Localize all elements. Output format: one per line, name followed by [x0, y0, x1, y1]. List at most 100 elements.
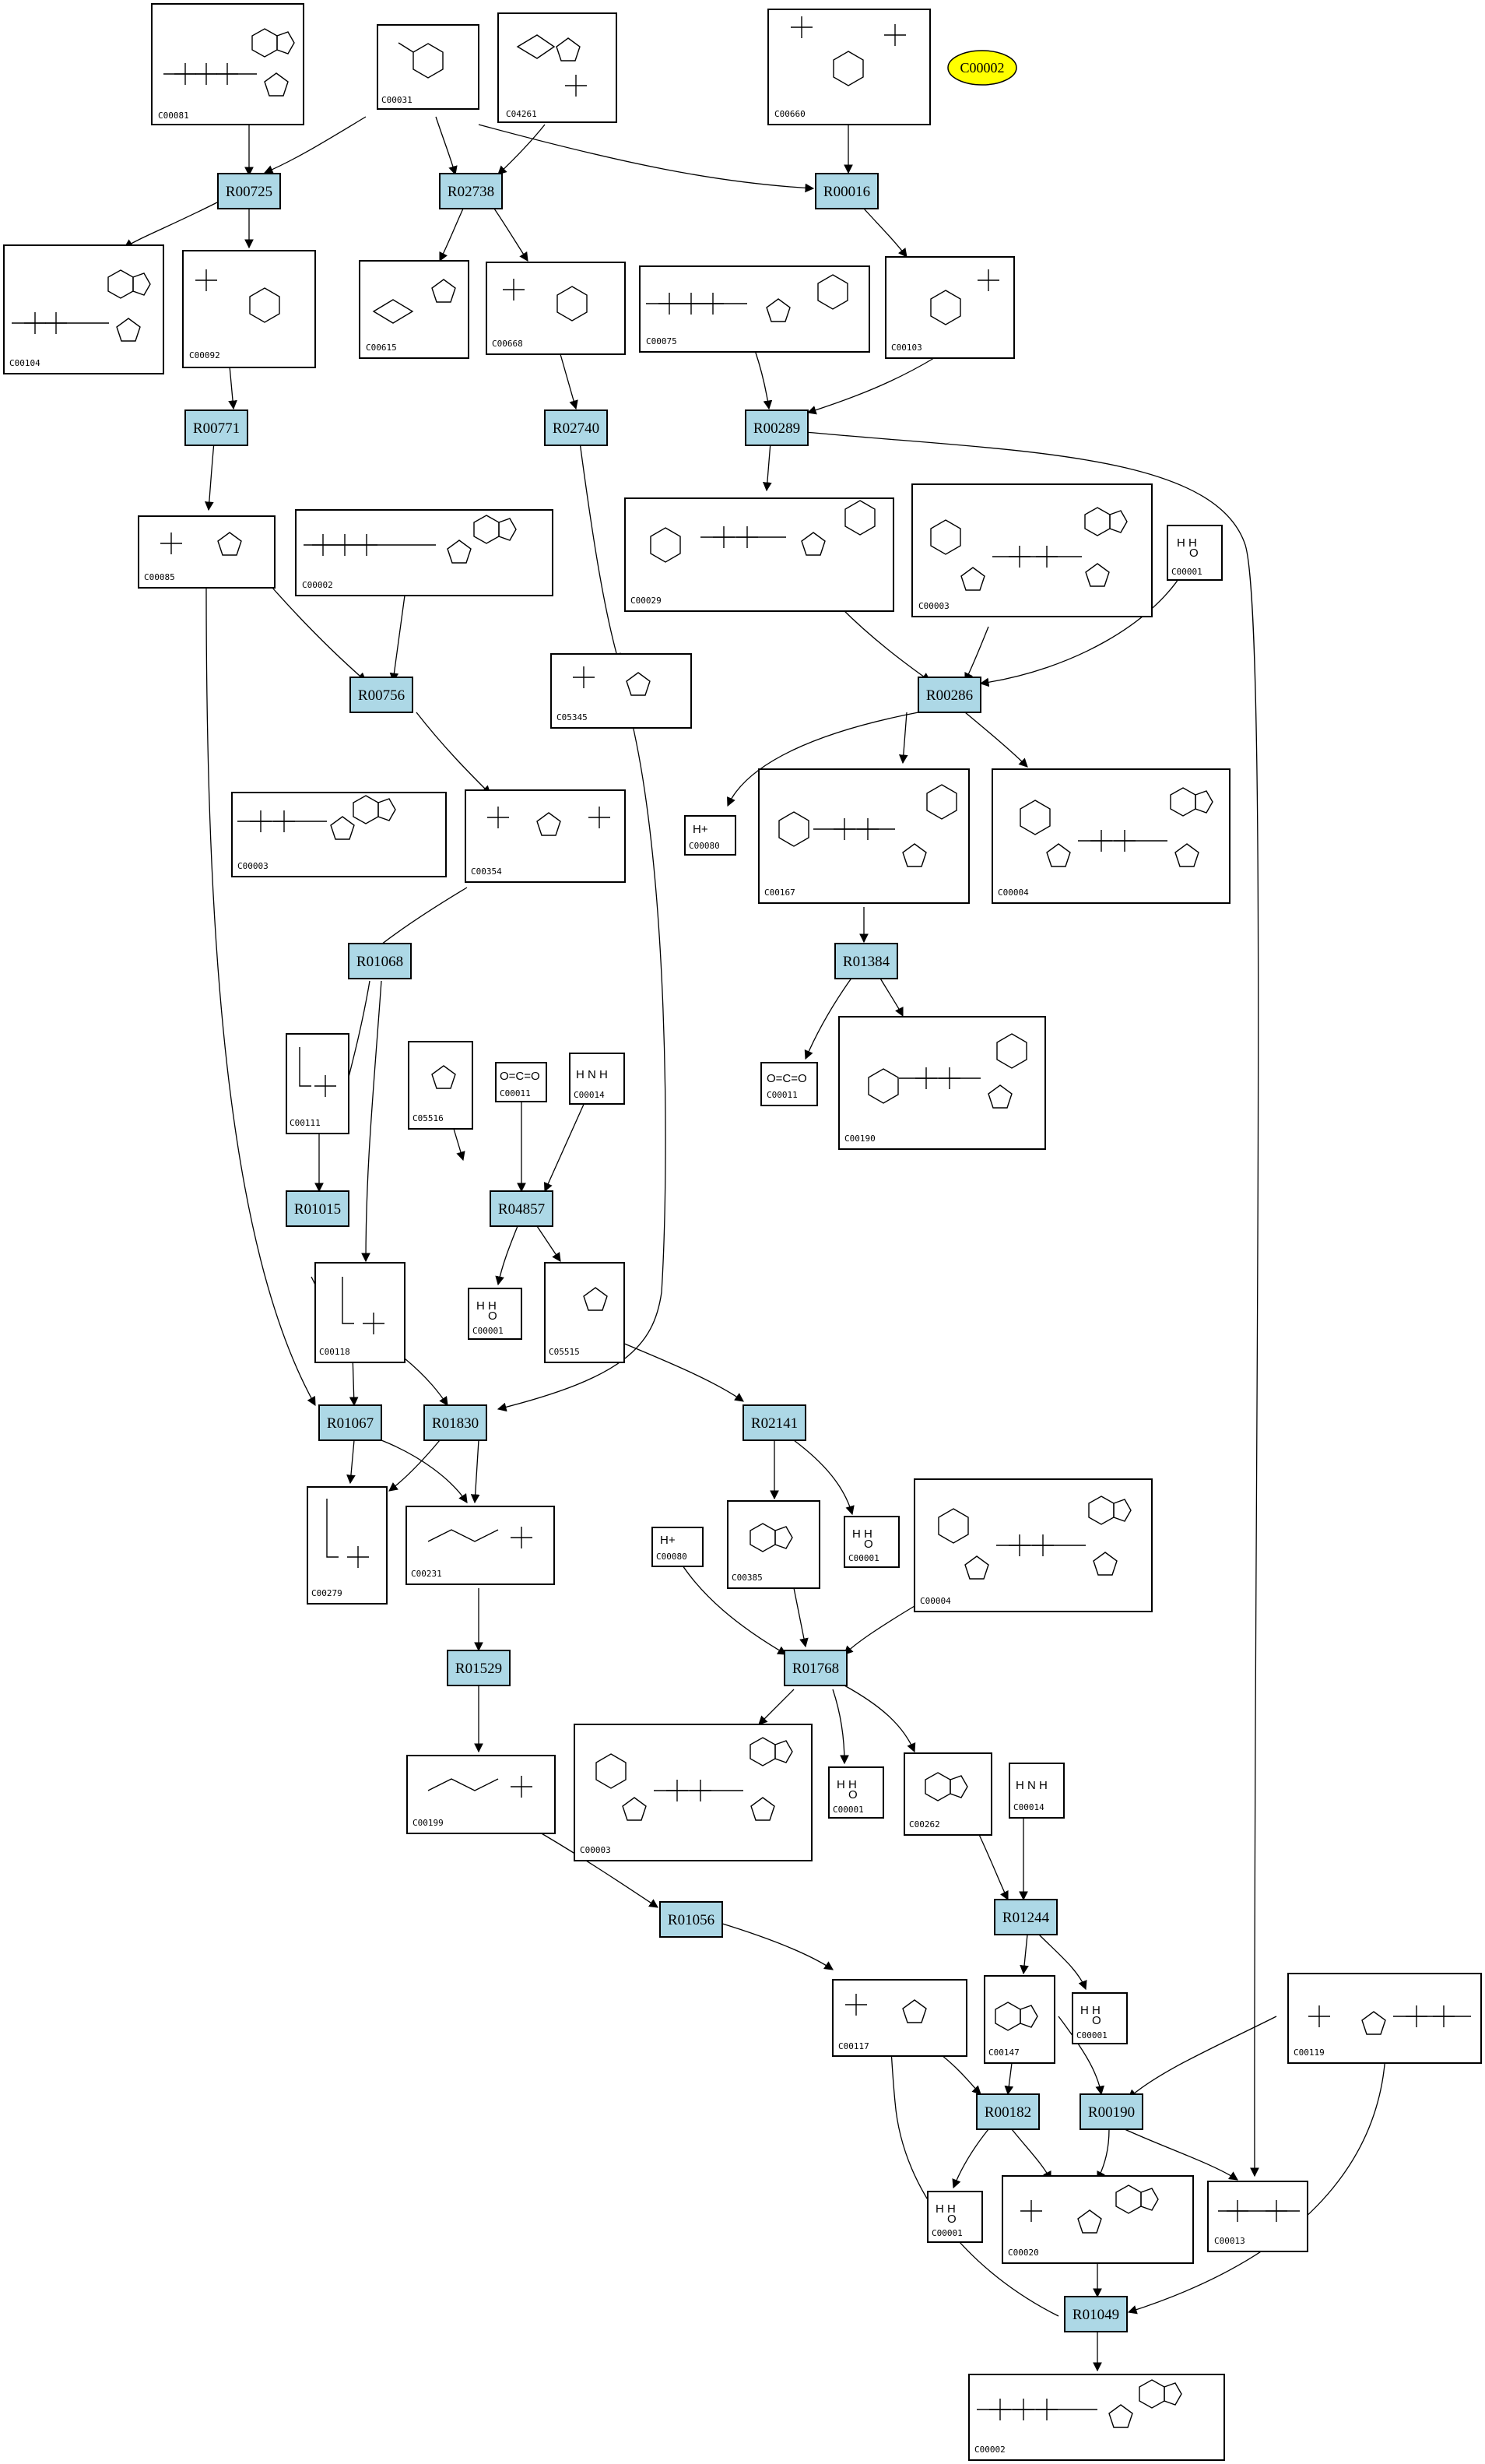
compound-label: C00199 [412, 1818, 444, 1828]
compound-c00002[interactable]: C00002 [295, 509, 553, 596]
compound-c00081[interactable]: C00081 [151, 3, 304, 125]
reaction-r01384[interactable]: R01384 [834, 943, 898, 979]
compound-c00354[interactable]: C00354 [465, 789, 626, 883]
reaction-r01830[interactable]: R01830 [423, 1404, 487, 1441]
reaction-r01056[interactable]: R01056 [659, 1901, 723, 1938]
compound-label: C05345 [556, 712, 588, 722]
compound-c00117[interactable]: C00117 [832, 1979, 967, 2057]
compound-c00001d[interactable]: H H O C00001 [828, 1766, 884, 1819]
compound-c00011[interactable]: O=C=O C00011 [495, 1062, 547, 1102]
compound-label: C00118 [319, 1347, 350, 1357]
compound-label: C05515 [549, 1347, 580, 1357]
compound-c00660[interactable]: C00660 [767, 9, 931, 125]
compound-label: C00013 [1214, 2236, 1245, 2246]
compound-c00002b[interactable]: C00002 [968, 2374, 1225, 2461]
highlight-compound[interactable]: C00002 [947, 50, 1017, 86]
compound-c00001c[interactable]: H H O C00001 [844, 1516, 900, 1568]
compound-c00279[interactable]: C00279 [307, 1486, 388, 1605]
compound-c00011b[interactable]: O=C=O C00011 [760, 1062, 818, 1106]
compound-c05345[interactable]: C05345 [550, 653, 692, 729]
compound-c00080[interactable]: H+ C00080 [684, 815, 736, 856]
reaction-r01068[interactable]: R01068 [348, 943, 412, 979]
svg-text:R01384: R01384 [843, 954, 890, 970]
reaction-r00182[interactable]: R00182 [976, 2093, 1040, 2130]
compound-label: C00011 [500, 1088, 531, 1098]
compound-c00029[interactable]: C00029 [624, 497, 894, 612]
compound-label: C00014 [1013, 1802, 1044, 1812]
reaction-r00190[interactable]: R00190 [1080, 2093, 1143, 2130]
compound-c00119[interactable]: C00119 [1287, 1973, 1482, 2064]
reaction-r01529[interactable]: R01529 [447, 1650, 511, 1686]
water-formula: H H [476, 1299, 497, 1313]
compound-c00001e[interactable]: H H O C00001 [1072, 1992, 1128, 2044]
compound-c00001f[interactable]: H H O C00001 [927, 2191, 983, 2243]
compound-c00085[interactable]: C00085 [138, 515, 276, 589]
compound-c00001[interactable]: H H O C00001 [1167, 525, 1223, 581]
compound-c00014[interactable]: H N H C00014 [569, 1053, 625, 1105]
compound-c00003[interactable]: C00003 [911, 483, 1153, 617]
proton-formula: H+ [660, 1534, 676, 1547]
compound-c00004[interactable]: C00004 [992, 768, 1230, 904]
reaction-r00289[interactable]: R00289 [745, 409, 809, 446]
water-formula: H H [1080, 2004, 1101, 2017]
reaction-r01768[interactable]: R01768 [784, 1650, 848, 1686]
svg-text:R00190: R00190 [1088, 2104, 1135, 2121]
reaction-r02141[interactable]: R02141 [742, 1404, 806, 1441]
compound-label: C00354 [471, 866, 502, 877]
ammonia-formula: H N H [1016, 1779, 1048, 1792]
ammonia-formula: H N H [576, 1068, 608, 1081]
compound-c00111[interactable]: C00111 [286, 1033, 349, 1134]
svg-text:R01056: R01056 [668, 1912, 714, 1928]
compound-c00003c[interactable]: C00003 [574, 1724, 813, 1861]
compound-c00385[interactable]: C00385 [727, 1500, 820, 1589]
compound-c00014b[interactable]: H N H C00014 [1009, 1763, 1065, 1819]
highlight-label: C00002 [960, 60, 1004, 76]
compound-c04261[interactable]: C04261 [497, 12, 617, 123]
reaction-r01015[interactable]: R01015 [286, 1190, 349, 1227]
svg-text:R01830: R01830 [432, 1415, 479, 1432]
svg-text:R00286: R00286 [926, 687, 973, 704]
reaction-r01049[interactable]: R01049 [1064, 2296, 1128, 2332]
compound-c00147[interactable]: C00147 [984, 1975, 1055, 2064]
svg-text:R02141: R02141 [751, 1415, 798, 1432]
compound-label: C00081 [158, 111, 189, 121]
reaction-r01067[interactable]: R01067 [318, 1404, 382, 1441]
compound-c00075[interactable]: C00075 [639, 265, 870, 353]
compound-c00013[interactable]: C00013 [1207, 2181, 1308, 2252]
compound-c00092[interactable]: C00092 [182, 250, 316, 368]
compound-label: C00001 [833, 1805, 864, 1815]
compound-c00031[interactable]: C00031 [377, 24, 479, 110]
compound-c00103[interactable]: C00103 [885, 256, 1015, 359]
compound-c00118[interactable]: C00118 [314, 1262, 405, 1363]
compound-c00615[interactable]: C00615 [359, 260, 469, 359]
compound-label: C00001 [932, 2228, 963, 2238]
compound-c00668[interactable]: C00668 [486, 262, 626, 355]
compound-label: C00119 [1294, 2047, 1325, 2058]
compound-c05516[interactable]: C05516 [408, 1041, 473, 1130]
compound-c00231[interactable]: C00231 [405, 1506, 555, 1585]
reaction-r00016[interactable]: R00016 [815, 173, 879, 209]
reaction-r02738[interactable]: R02738 [439, 173, 503, 209]
compound-c00020[interactable]: C00020 [1002, 2175, 1194, 2264]
compound-c00004b[interactable]: C00004 [914, 1478, 1153, 1612]
compound-c00104[interactable]: C00104 [3, 244, 164, 374]
compound-c00262[interactable]: C00262 [904, 1752, 992, 1836]
compound-c05515[interactable]: C05515 [544, 1262, 625, 1363]
compound-c00003b[interactable]: C00003 [231, 792, 447, 877]
co2-formula: O=C=O [767, 1072, 807, 1085]
reaction-r00756[interactable]: R00756 [349, 677, 413, 713]
compound-c00001b[interactable]: H H O C00001 [468, 1288, 522, 1340]
reaction-r00286[interactable]: R00286 [918, 677, 981, 713]
compound-c00199[interactable]: C00199 [406, 1755, 556, 1834]
compound-label: C00147 [988, 2047, 1020, 2058]
reaction-r01244[interactable]: R01244 [994, 1899, 1058, 1935]
water-formula: H H [837, 1778, 857, 1791]
co2-formula: O=C=O [500, 1070, 540, 1083]
reaction-r02740[interactable]: R02740 [544, 409, 608, 446]
compound-c00167[interactable]: C00167 [758, 768, 970, 904]
reaction-r00771[interactable]: R00771 [184, 409, 248, 446]
compound-c00080b[interactable]: H+ C00080 [651, 1527, 704, 1567]
reaction-r04857[interactable]: R04857 [490, 1190, 553, 1227]
compound-c00190[interactable]: C00190 [838, 1016, 1046, 1150]
reaction-r00725[interactable]: R00725 [217, 173, 281, 209]
